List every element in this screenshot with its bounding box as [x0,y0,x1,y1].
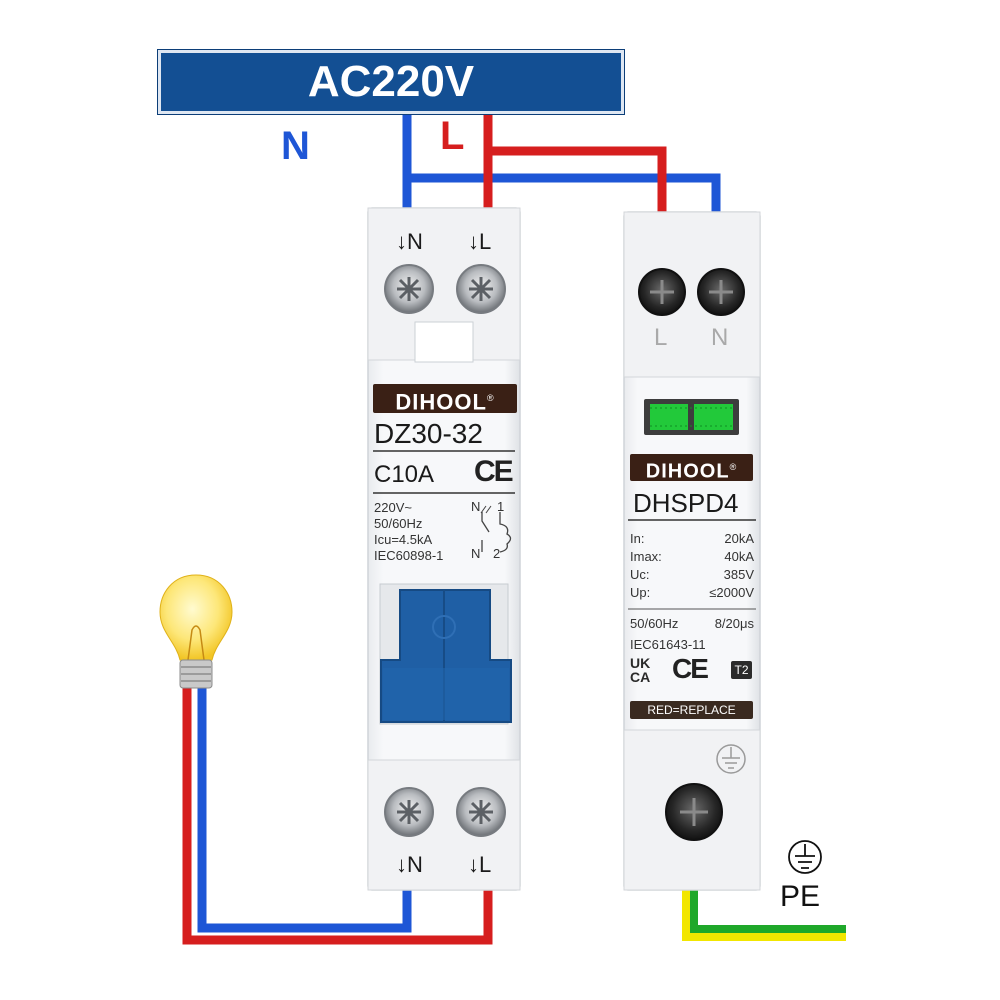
ukca-mark-top: UK [630,655,651,671]
spd-brand-logo: DIHOOL® [630,454,753,483]
breaker-spec-frequency: 50/60Hz [374,516,423,531]
neutral-supply-to-spd [407,173,721,212]
neutral-wire-label: N [281,124,310,168]
supply-label: AC220V [307,57,475,106]
earth-wire [682,888,846,941]
screw-slot-icon [397,800,421,824]
breaker-spec-icu: Icu=4.5kA [374,532,433,547]
live-wire-label: L [440,114,465,158]
schematic-label-top-n: N [471,499,481,514]
breaker-spec-voltage: 220V~ [374,500,412,515]
neutral-breaker-to-lamp [197,686,412,933]
spd-spec-uc-label: Uc: [630,567,650,582]
spd-spec-up-value: ≤2000V [709,585,754,600]
screw-slot-icon [397,277,421,301]
spd-model: DHSPD4 [633,488,739,518]
live-supply-to-spd [488,146,667,212]
earth-ground-icon [716,744,746,774]
pe-label: PE [780,880,821,913]
screw-slot-icon [680,798,708,826]
screw-slot-icon [469,277,493,301]
circuit-breaker [367,207,521,891]
breaker-handle[interactable] [380,589,512,723]
live-wires [182,114,667,945]
breaker-rating: C10A [374,461,435,488]
breaker-ce-mark: CE [474,455,514,488]
breaker-bottom-l-label: ↓L [468,852,492,877]
surge-protector [623,211,761,891]
spd-n-terminal-label: N [711,324,729,351]
ukca-mark-bottom: CA [630,669,651,685]
spd-spec-imax-label: Imax: [630,549,662,564]
breaker-top-l-label: ↓L [468,229,492,254]
breaker-spec-standard: IEC60898-1 [374,548,444,563]
breaker-top-n-label: ↓N [396,229,423,254]
screw-slot-icon [709,280,733,304]
breaker-label-tab [414,321,474,363]
status-indicator-window [644,399,739,435]
spd-spec-in-label: In: [630,531,645,546]
spd-spec-up-label: Up: [630,585,651,600]
spd-spec-imax-value: 40kA [724,549,754,564]
spd-frequency: 50/60Hz [630,616,679,631]
breaker-brand-logo: DIHOOL® [373,384,517,414]
screw-slot-icon [650,280,674,304]
spd-spec-uc-value: 385V [723,567,754,582]
spd-replace-note: RED=REPLACE [630,701,753,719]
spd-waveform: 8/20μs [714,616,754,631]
supply-banner: AC220V [158,50,624,114]
spd-ce-mark: CE [672,653,709,684]
schematic-label-bottom-n: N [471,546,481,561]
spd-type-badge: T2 [731,661,752,679]
earth-wire-yellow [682,888,846,941]
screw-slot-icon [469,800,493,824]
live-breaker-to-lamp [182,686,493,945]
status-indicator-right [694,404,733,430]
neutral-wires [197,114,721,933]
spd-l-terminal-label: L [654,324,668,351]
breaker-schematic-icon [480,505,512,553]
schematic-label-top-1: 1 [497,499,505,514]
spd-standard: IEC61643-11 [630,637,706,652]
light-bulb-icon [159,574,233,689]
schematic-label-bottom-2: 2 [493,546,501,561]
spd-spec-in-value: 20kA [724,531,754,546]
breaker-model: DZ30-32 [374,418,483,449]
earth-wire-green [690,888,846,933]
pe-ground-icon [788,840,822,874]
breaker-bottom-n-label: ↓N [396,852,423,877]
